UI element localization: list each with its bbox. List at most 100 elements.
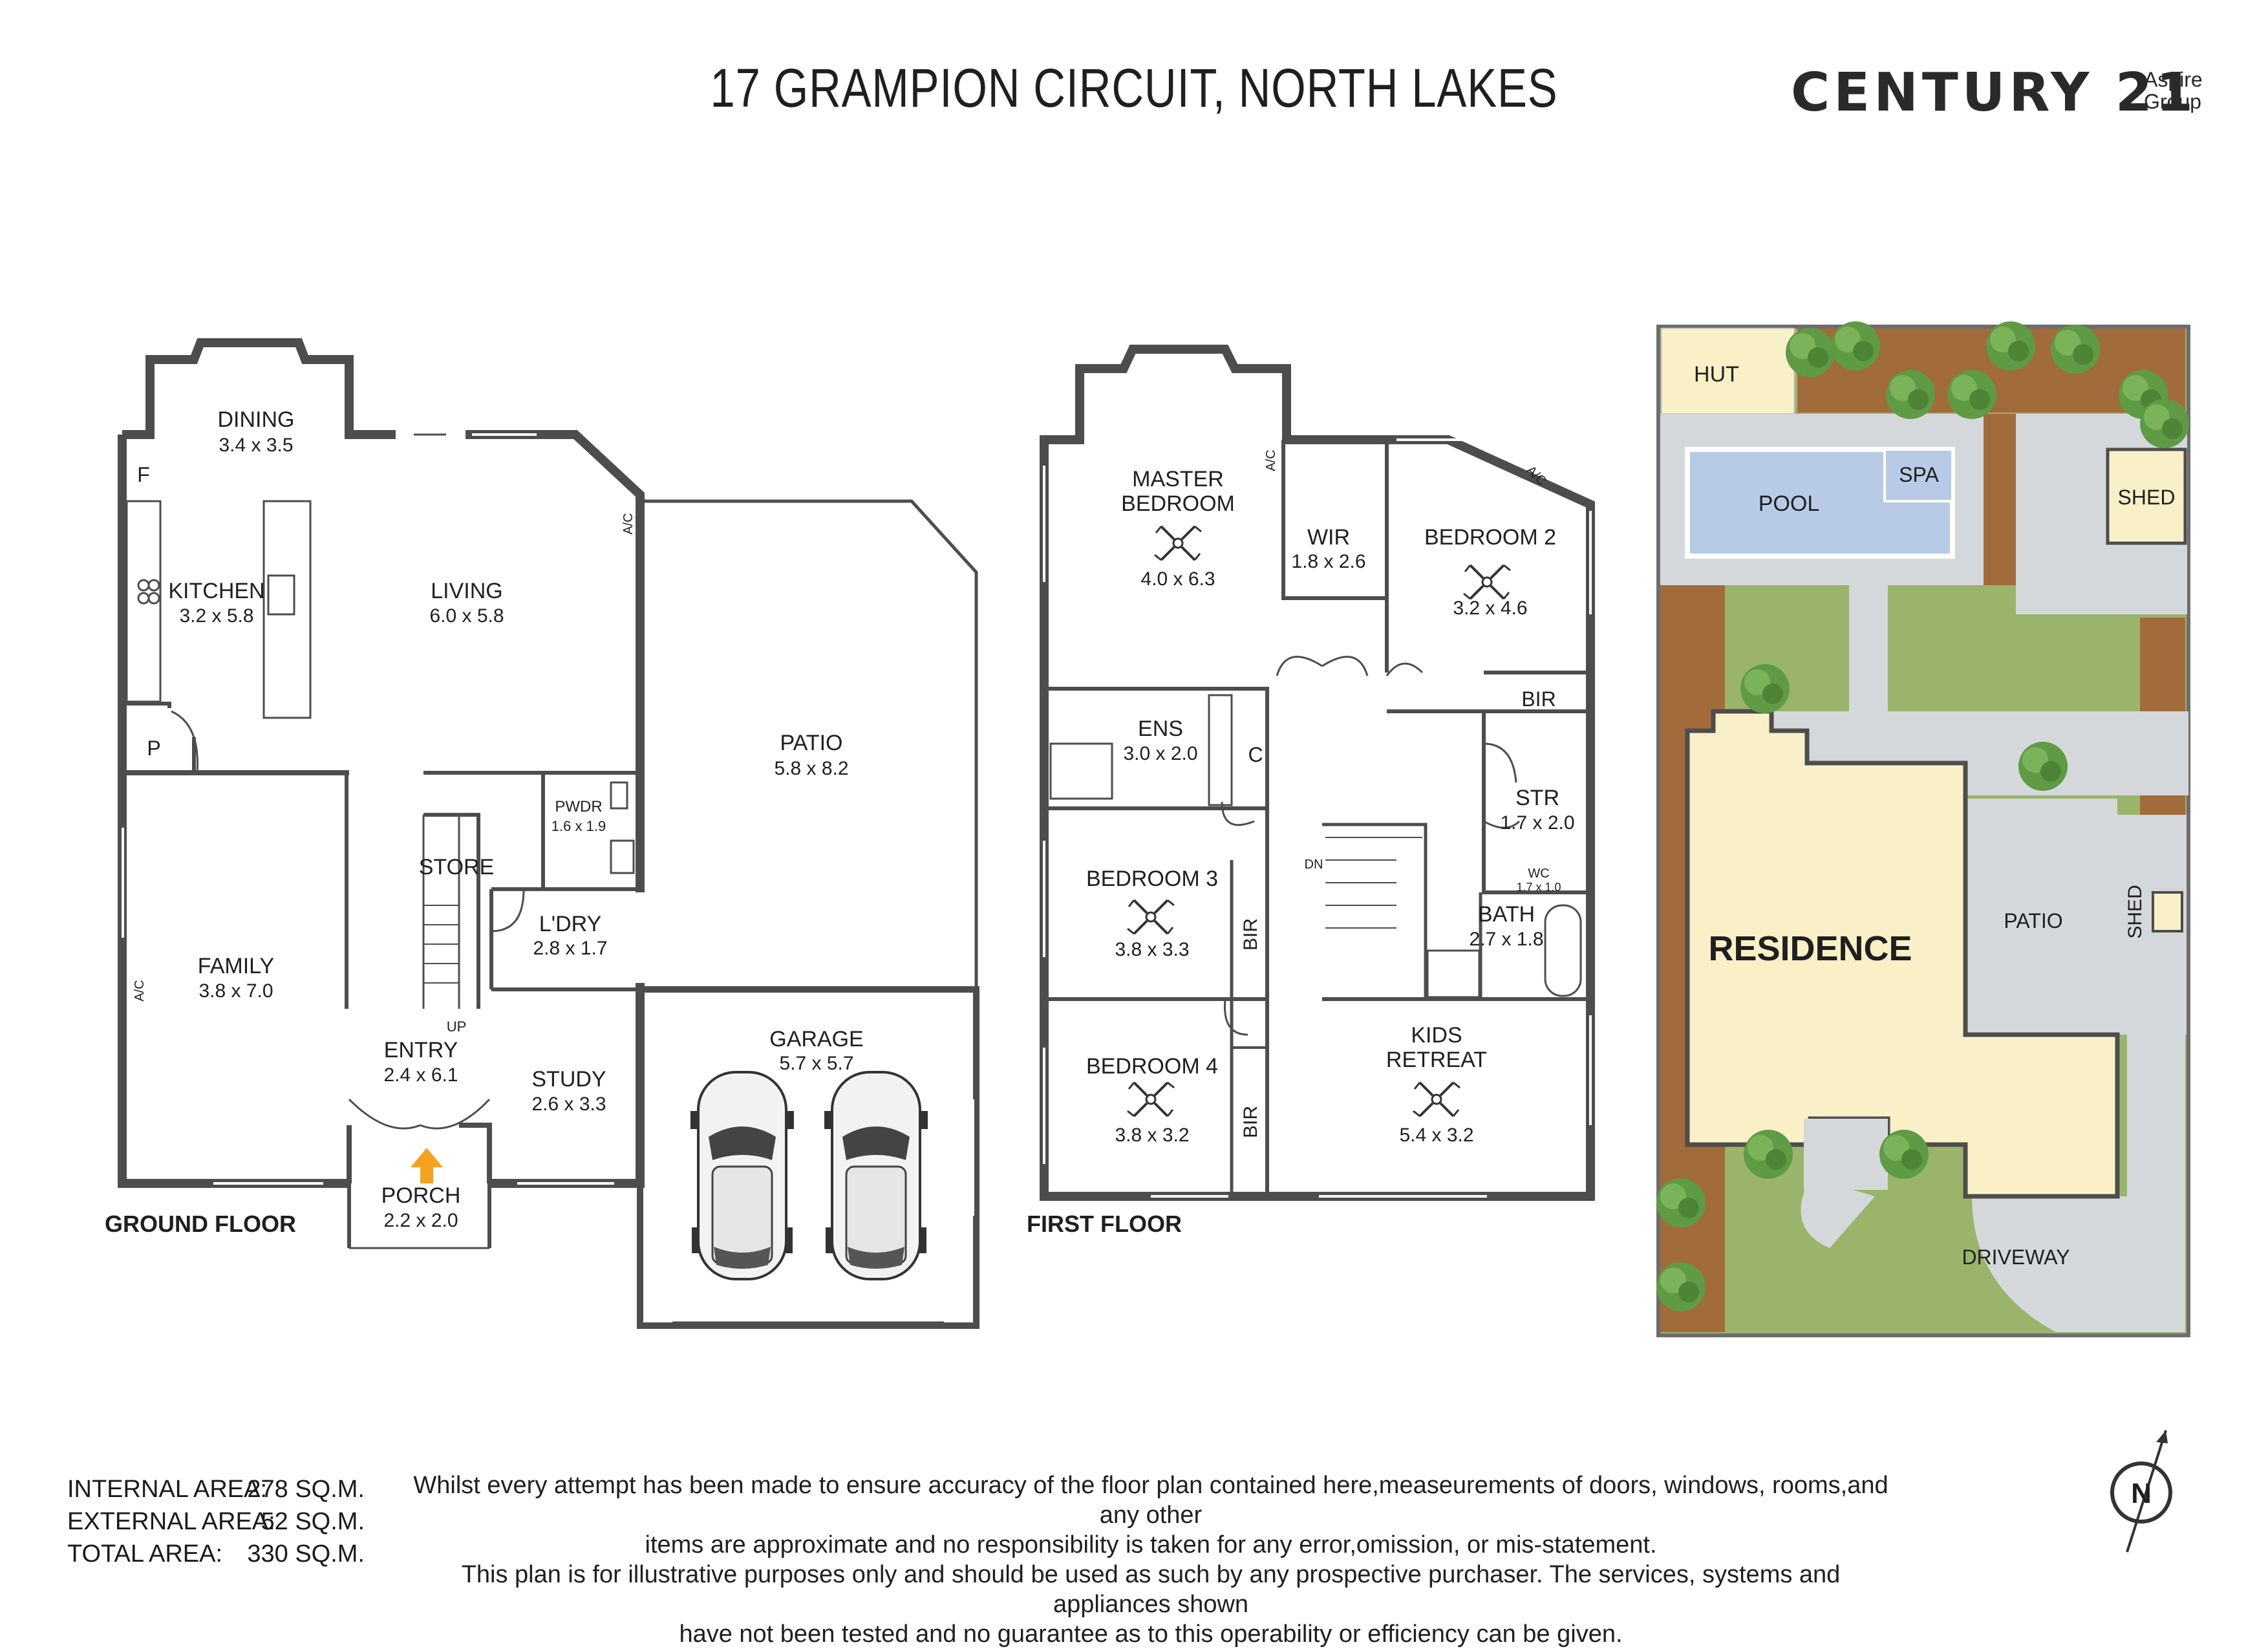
area-row: EXTERNAL AREA: 52 SQ.M. <box>67 1505 365 1538</box>
first-floor-plan <box>1040 345 1595 1201</box>
disclaimer-line: have not been tested and no guarantee as… <box>679 1621 1623 1648</box>
disclaimer-line: Whilst every attempt has been made to en… <box>413 1472 1888 1529</box>
room-porch-size: 2.2 x 2.0 <box>383 1210 458 1231</box>
garage-car-left <box>689 1071 795 1280</box>
ground-floor-caption: GROUND FLOOR <box>105 1211 296 1237</box>
tree-icon <box>2018 742 2068 791</box>
room-patio-name: PATIO <box>780 731 843 755</box>
basin-icon <box>610 839 635 874</box>
ac-mark-living: A/C <box>621 513 636 534</box>
room-bed3-name: BEDROOM 3 <box>1086 867 1218 891</box>
room-bed2-name: BEDROOM 2 <box>1424 525 1556 550</box>
toilet-icon <box>610 781 628 810</box>
room-bath-name: BATH <box>1478 902 1535 927</box>
room-patio-size: 5.8 x 8.2 <box>774 758 848 779</box>
disclaimer-line: items are approximate and no responsibil… <box>645 1531 1657 1558</box>
bir-mark-bed4: BIR <box>1240 1106 1261 1138</box>
site-hut-label: HUT <box>1694 362 1739 387</box>
ceiling-fan-icon <box>1412 1081 1461 1117</box>
ground-floor-outer-wall <box>122 338 396 439</box>
site-driveway-label: DRIVEWAY <box>1962 1245 2070 1269</box>
brand-subtitle: Aspire Group <box>2144 69 2203 113</box>
bir-mark-bed3: BIR <box>1240 918 1261 951</box>
tree-icon <box>1886 370 1935 419</box>
sink-icon <box>267 574 295 616</box>
room-bed2-size: 3.2 x 4.6 <box>1453 598 1527 619</box>
porch-entry-arrow <box>411 1148 443 1183</box>
site-spa-label: SPA <box>1899 463 1939 486</box>
first-floor-caption: FIRST FLOOR <box>1027 1211 1182 1237</box>
room-str-name: STR <box>1515 786 1559 810</box>
brand-subtitle-line-2: Group <box>2144 90 2201 113</box>
ground-floor-outer-wall <box>118 435 349 1188</box>
site-patio-label: PATIO <box>2004 909 2062 932</box>
room-dining-size: 3.4 x 3.5 <box>219 435 293 456</box>
cooktop-icon <box>137 579 150 592</box>
area-value: 330 SQ.M. <box>247 1540 365 1568</box>
room-bed4-size: 3.8 x 3.2 <box>1115 1125 1189 1146</box>
tree-icon <box>1986 321 2035 371</box>
room-bed3-size: 3.8 x 3.3 <box>1115 939 1189 960</box>
tree-icon <box>1656 1262 1706 1311</box>
tree-icon <box>1656 1178 1706 1227</box>
disclaimer-line: This plan is for illustrative purposes o… <box>461 1561 1841 1618</box>
brand-logo: CENTURY 21 <box>1791 62 2198 124</box>
room-living-size: 6.0 x 5.8 <box>429 605 504 627</box>
tree-icon <box>1947 370 1996 419</box>
tree-icon <box>1740 664 1790 713</box>
site-shed-label: SHED <box>2118 486 2176 509</box>
area-summary: INTERNAL AREA: 278 SQ.M. EXTERNAL AREA: … <box>67 1473 365 1570</box>
room-bed4-name: BEDROOM 4 <box>1086 1054 1218 1079</box>
compass-north-label: N <box>2131 1478 2152 1509</box>
room-kids-size: 5.4 x 3.2 <box>1399 1125 1473 1146</box>
room-wc-name: WC <box>1528 867 1549 881</box>
site-plan-labels: HUT POOL SPA SHED RESIDENCE PATIO DRIVEW… <box>1694 362 2175 1269</box>
tree-icon <box>1831 321 1880 371</box>
room-wir-size: 1.8 x 2.6 <box>1291 551 1365 572</box>
ac-mark-master: A/C <box>1264 449 1278 471</box>
area-label: TOTAL AREA: <box>67 1540 223 1568</box>
ground-floor-labels: DINING 3.4 x 3.5 F KITCHEN 3.2 x 5.8 LIV… <box>105 407 864 1237</box>
area-label: EXTERNAL AREA: <box>67 1508 275 1535</box>
ceiling-fan-icon <box>1126 1081 1175 1117</box>
stairs-up-mark: UP <box>447 1018 467 1035</box>
room-family-name: FAMILY <box>198 954 274 978</box>
tree-icon <box>1744 1130 1793 1179</box>
tree-icon <box>2140 399 2189 448</box>
site-plan <box>1656 321 2190 1337</box>
floor-plan-drawing: DINING 3.4 x 3.5 F KITCHEN 3.2 x 5.8 LIV… <box>105 321 2190 1553</box>
garage-car-right <box>823 1071 929 1280</box>
area-row: TOTAL AREA: 330 SQ.M. <box>67 1538 365 1570</box>
room-ens-name: ENS <box>1138 717 1183 741</box>
room-master-name-line-2: BEDROOM <box>1121 491 1235 516</box>
site-residence-label: RESIDENCE <box>1708 929 1912 968</box>
site-shed-2-label: SHED <box>2124 885 2146 938</box>
room-garage-name: GARAGE <box>769 1027 863 1051</box>
room-laundry-name: L'DRY <box>539 912 602 936</box>
ceiling-fan-icon <box>1153 525 1203 561</box>
ground-floor-plan <box>118 338 979 1329</box>
room-family-size: 3.8 x 7.0 <box>198 980 273 1002</box>
tree-icon <box>1786 328 1835 377</box>
room-porch-name: PORCH <box>381 1183 461 1208</box>
tree-icon <box>1879 1130 1929 1179</box>
room-entry-name: ENTRY <box>384 1038 458 1062</box>
site-pool-label: POOL <box>1759 491 1819 516</box>
room-bath-size: 2.7 x 1.8 <box>1469 929 1543 950</box>
room-master-name-line-1: MASTER <box>1132 467 1224 491</box>
room-kitchen-name: KITCHEN <box>168 579 264 603</box>
room-entry-size: 2.4 x 6.1 <box>383 1064 458 1086</box>
room-dining-name: DINING <box>218 407 295 432</box>
brand-subtitle-line-1: Aspire <box>2144 68 2203 91</box>
area-value: 278 SQ.M. <box>247 1476 365 1503</box>
room-wc-size: 1.7 x 1.0 <box>1516 881 1561 894</box>
area-row: INTERNAL AREA: 278 SQ.M. <box>67 1473 365 1505</box>
tree-icon <box>2051 325 2100 374</box>
page-title: 17 GRAMPION CIRCUIT, NORTH LAKES <box>710 58 1558 118</box>
north-compass: N <box>2110 1430 2172 1553</box>
room-master-size: 4.0 x 6.3 <box>1140 568 1215 590</box>
area-label: INTERNAL AREA: <box>67 1476 268 1503</box>
area-value: 52 SQ.M. <box>261 1508 365 1535</box>
room-kitchen-size: 3.2 x 5.8 <box>179 605 253 627</box>
room-wir-name: WIR <box>1307 525 1350 550</box>
